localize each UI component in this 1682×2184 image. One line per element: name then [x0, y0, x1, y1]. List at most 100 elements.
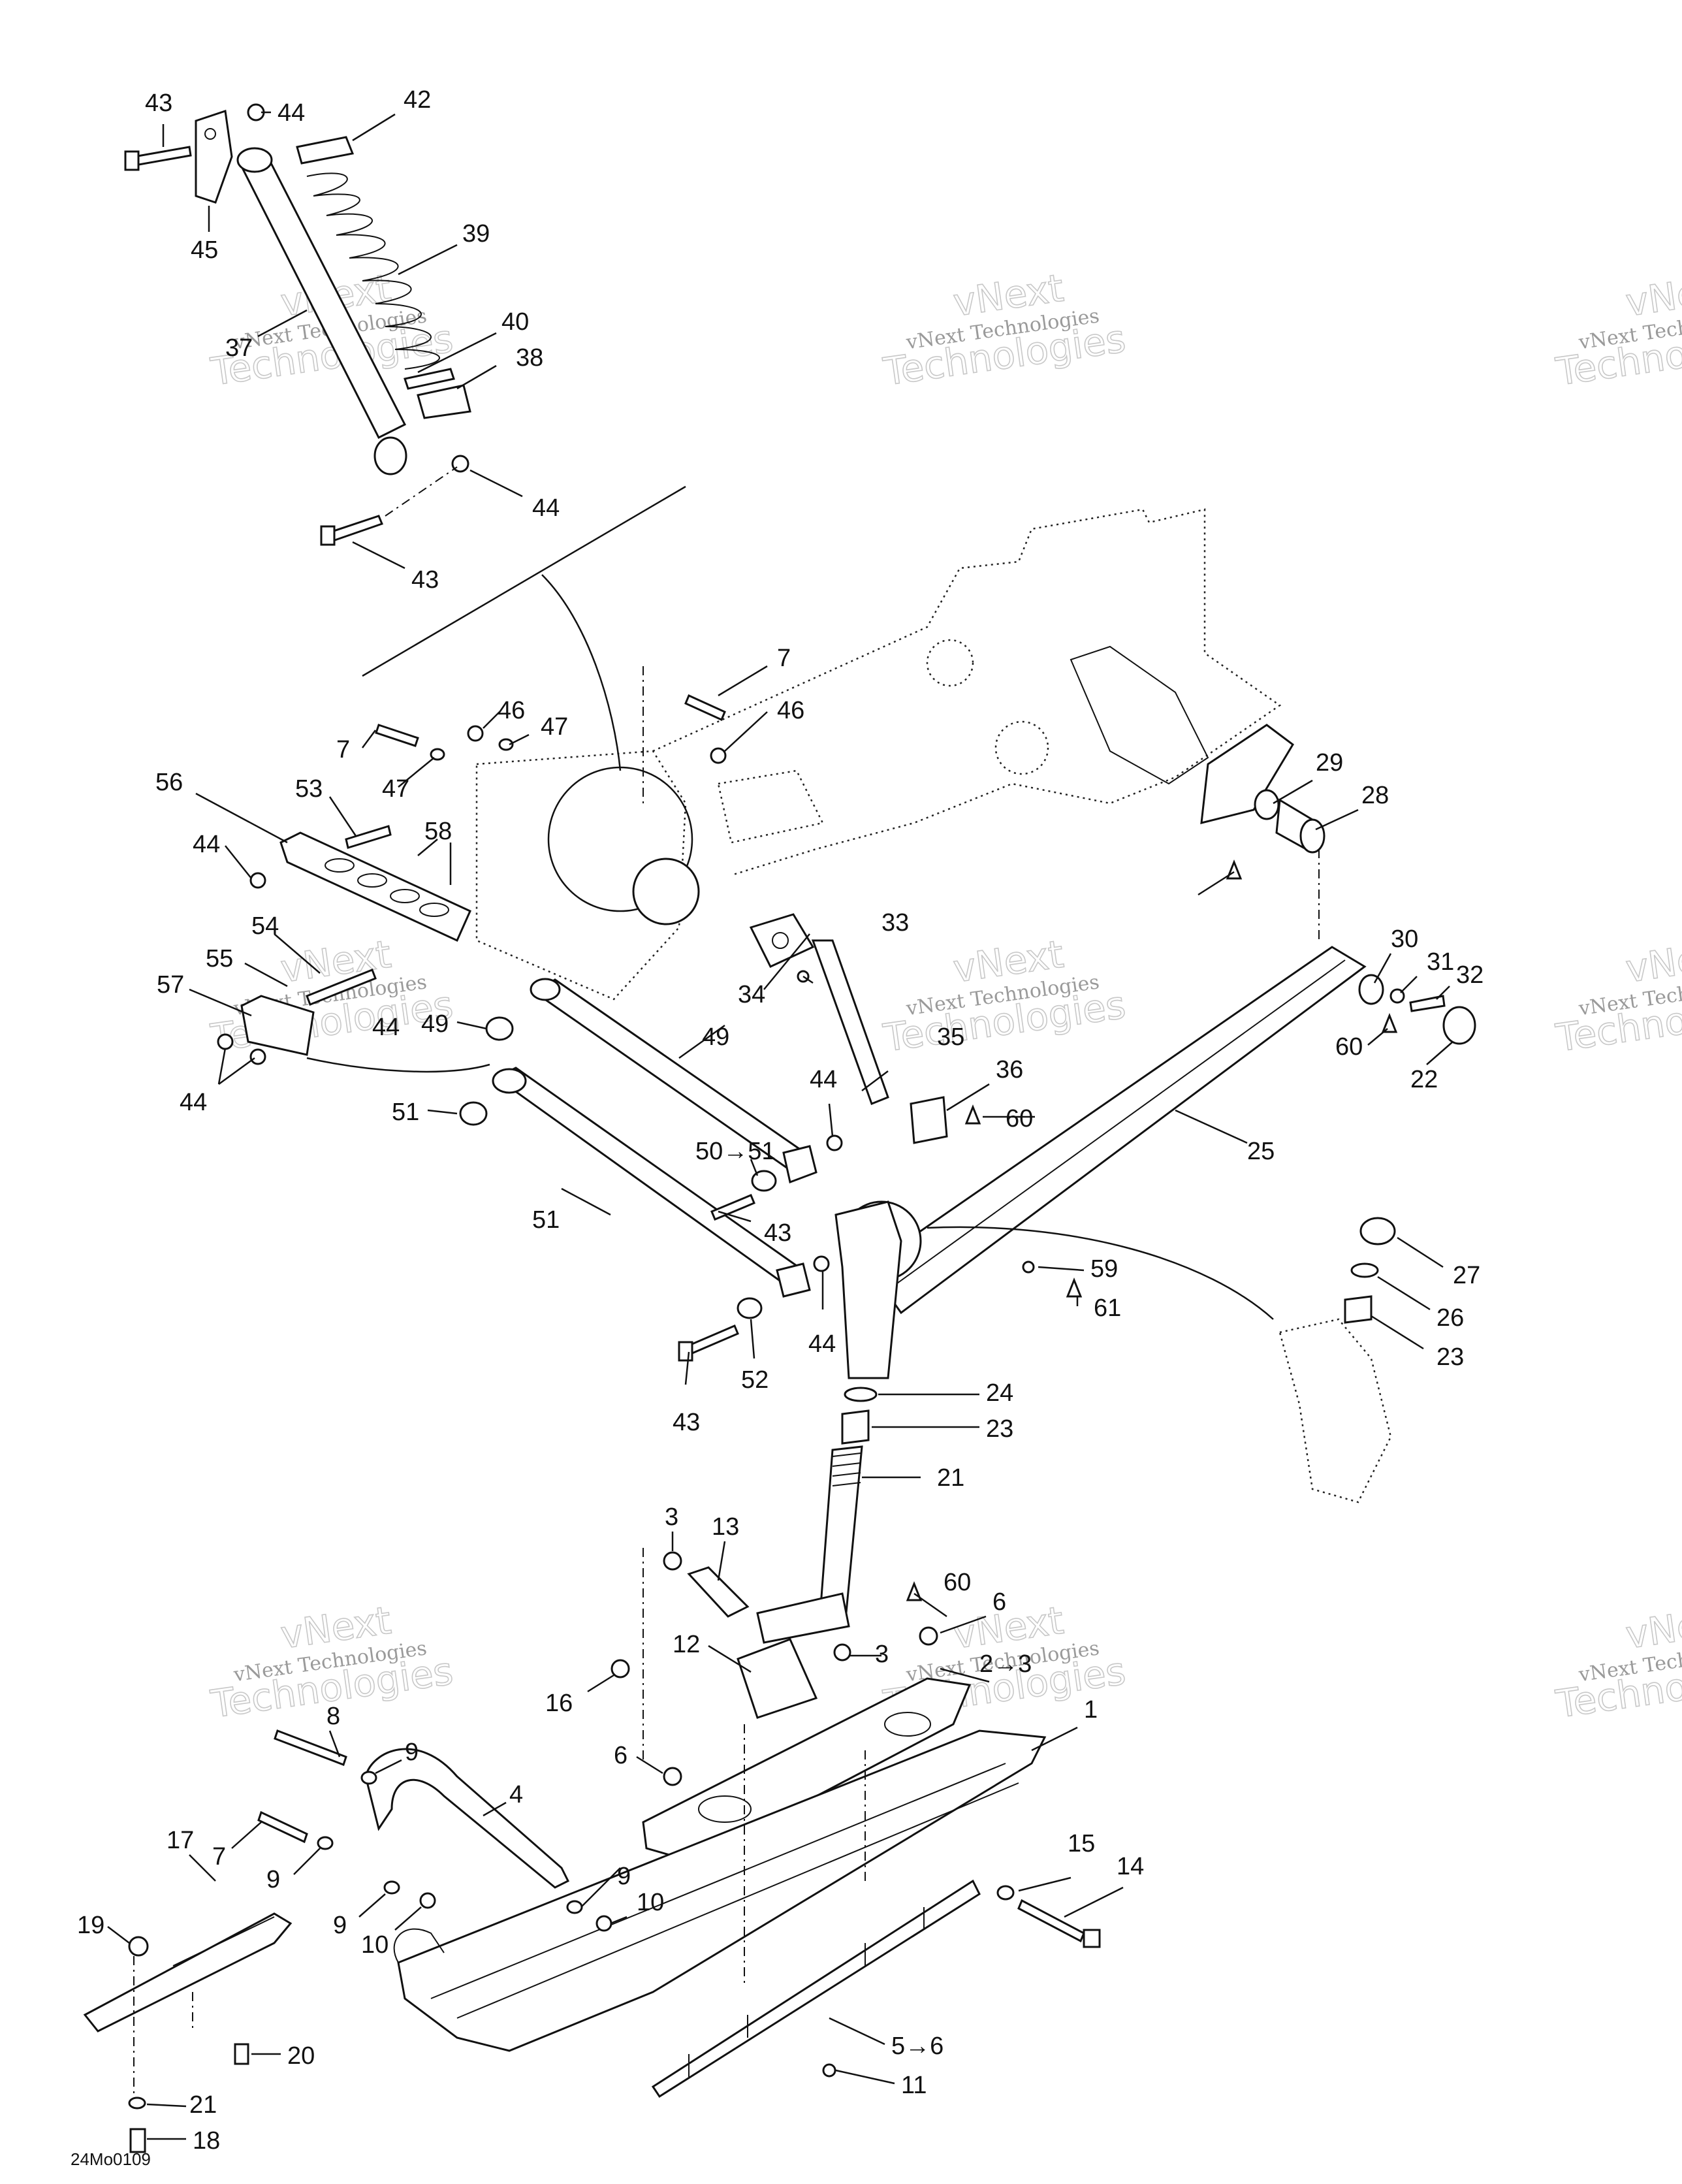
runner-5	[651, 1879, 981, 2098]
bolt-7-handle	[257, 1810, 308, 1844]
label-57: 58	[424, 818, 452, 845]
label-51: 51	[392, 1099, 419, 1126]
upper-fasteners	[375, 666, 727, 803]
label-24: 24	[986, 1379, 1013, 1407]
washer-9-b	[317, 1836, 334, 1850]
nut-46-right	[710, 747, 727, 764]
bushing-51-front	[459, 1101, 488, 1126]
ski-leg-hole	[698, 1795, 752, 1823]
ski-leg	[642, 1677, 972, 1863]
label-26: 26	[1436, 1304, 1464, 1332]
label-34: 33	[881, 909, 909, 937]
label-44: 44	[810, 1066, 837, 1093]
ski-assembly	[393, 1548, 1101, 2098]
label-45: 45	[191, 236, 218, 264]
front-brackets	[217, 825, 490, 1073]
nut-44-rod-upper	[826, 1134, 843, 1151]
ski-body	[397, 1729, 1047, 2052]
nut-10-b	[595, 1915, 612, 1932]
spindle-assembly	[756, 1387, 878, 1644]
spring-stopper	[404, 368, 455, 390]
label-21: 21	[189, 2091, 217, 2119]
stopper-12	[737, 1638, 818, 1719]
section-line	[362, 485, 686, 677]
label-33: 22	[1410, 1066, 1438, 1093]
washer-47-a	[498, 738, 514, 751]
washer-9-a	[360, 1771, 377, 1785]
label-7: 7	[336, 736, 350, 763]
bolt-7-upper	[684, 694, 726, 722]
steering-arm-34	[749, 913, 815, 968]
washer-21	[128, 2096, 146, 2110]
grease-60-37	[964, 1104, 981, 1125]
label-44: 44	[180, 1089, 207, 1116]
pivot-boss	[632, 858, 700, 925]
label-9: 9	[617, 1863, 631, 1890]
watermark-line1: vNext	[1623, 932, 1682, 991]
spindle-base	[756, 1592, 850, 1644]
label-9: 9	[333, 1912, 347, 1939]
bushing-23	[841, 1409, 870, 1445]
spindle-detail-inset	[1278, 1217, 1396, 1503]
ski-leg-hole-right	[884, 1712, 931, 1737]
bushing-23-inset	[1344, 1295, 1373, 1324]
label-10: 10	[637, 1889, 664, 1916]
trailing-arm	[834, 946, 1476, 1379]
skid-plate-17	[83, 1912, 293, 2032]
bolt-14	[1017, 1899, 1085, 1943]
label-3: 3	[665, 1503, 678, 1531]
label-14: 14	[1117, 1853, 1144, 1880]
watermark: vNext vNext Technologies Technologies	[880, 931, 1129, 1061]
label-44: 44	[193, 831, 220, 858]
spring-retainer-top	[296, 136, 355, 165]
screw-18	[129, 2128, 146, 2153]
nut-44-bracket-b	[217, 1033, 234, 1050]
label-43: 43	[673, 1409, 700, 1436]
nut-3-right	[833, 1643, 851, 1662]
label-47: 47	[541, 713, 568, 741]
watermark-line1: vNext	[1623, 266, 1682, 325]
frame-bracket-right	[1070, 645, 1209, 785]
washer-47-b	[430, 748, 445, 761]
label-9: 9	[405, 1739, 419, 1766]
label-13: 13	[712, 1513, 739, 1541]
label-10: 10	[361, 1931, 389, 1959]
label-17: 17	[167, 1827, 194, 1854]
label-7: 7	[777, 645, 791, 672]
label-9: 9	[266, 1866, 280, 1893]
label-23: 23	[986, 1415, 1013, 1443]
nut-44-rod-lower	[813, 1255, 830, 1272]
label-44: 44	[278, 99, 305, 127]
frame-inner	[717, 769, 824, 844]
label-3: 3	[875, 1641, 889, 1668]
screw-32	[1409, 995, 1446, 1012]
label-56: 57	[157, 971, 184, 999]
label-39: 38	[516, 344, 543, 372]
nut-44-bracket-c	[249, 1048, 266, 1065]
trailing-arm-rib	[887, 959, 1346, 1291]
label-44: 44	[808, 1330, 836, 1358]
bolt-53	[306, 969, 377, 1006]
label-18: 18	[193, 2127, 220, 2155]
ski-tip-curve	[393, 1928, 445, 1963]
bolt-52	[345, 825, 392, 849]
grease-61	[1226, 859, 1243, 880]
nut-44-bracket	[249, 872, 266, 889]
screw-11	[822, 2063, 836, 2078]
washer-24	[844, 1387, 878, 1402]
label-29: 29	[1316, 749, 1343, 777]
grease-fitting-58	[1022, 1261, 1035, 1274]
center-line	[385, 466, 458, 517]
label-44: 44	[532, 494, 560, 522]
label-40: 39	[462, 220, 490, 248]
label-60: 60	[944, 1569, 971, 1596]
frame-pivot-plate	[1200, 724, 1294, 824]
bolt-8	[274, 1729, 347, 1766]
skid-plate-axis	[133, 1956, 193, 2110]
spacer-13	[687, 1566, 750, 1618]
label-48-49: 49	[702, 1023, 729, 1051]
nut-46-left	[467, 725, 484, 742]
label-50-51: 51	[532, 1206, 560, 1234]
label-46: 46	[498, 697, 525, 724]
